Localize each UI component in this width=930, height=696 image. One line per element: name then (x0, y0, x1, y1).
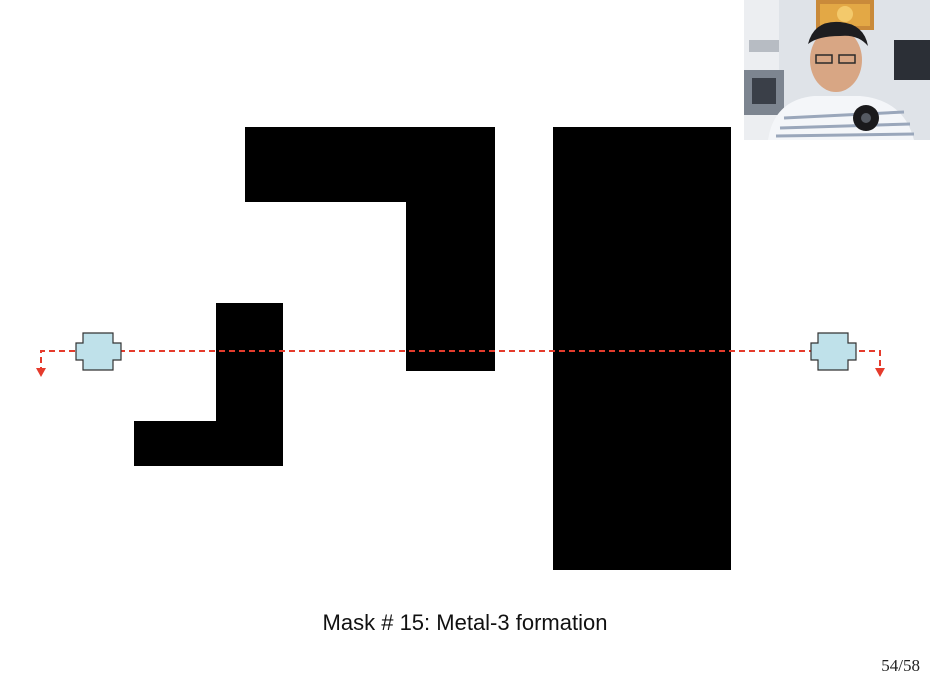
cut-line-arrow-left-icon (36, 368, 46, 377)
metal-segment-vertical (406, 127, 495, 371)
alignment-mark-left-icon (75, 332, 122, 371)
metal-segment-horizontal (134, 421, 283, 466)
page-number: 54/58 (881, 656, 920, 675)
alignment-mark-right-icon (810, 332, 857, 371)
presenter-webcam (744, 0, 930, 140)
cut-line-arrow-right-icon (875, 368, 885, 377)
presenter-video-icon (744, 0, 930, 140)
metal-large-rectangle (553, 127, 731, 570)
slide-caption: Mask # 15: Metal-3 formation (322, 610, 608, 635)
